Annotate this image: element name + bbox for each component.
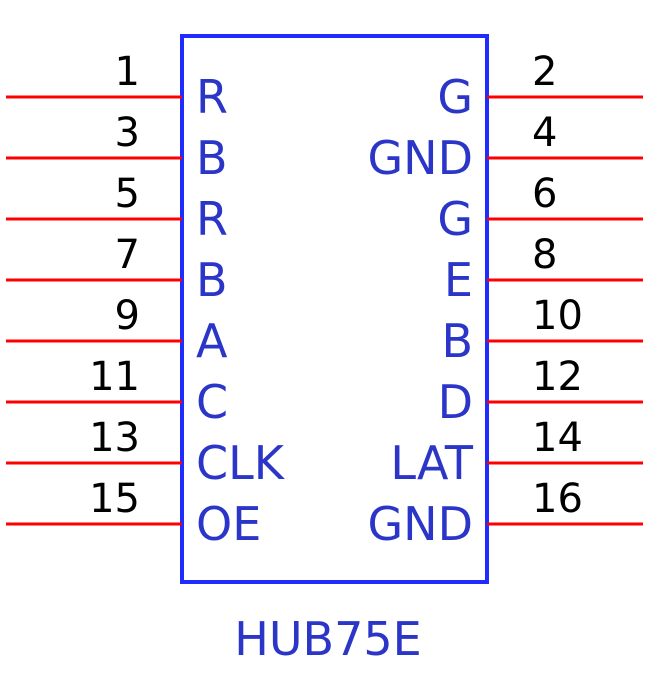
- pin-label-12: D: [438, 375, 473, 429]
- pin-label-15: OE: [196, 497, 261, 551]
- pin-label-2: G: [437, 70, 473, 124]
- pin-label-14: LAT: [390, 436, 474, 490]
- pin-number-7: 7: [115, 232, 140, 278]
- pin-label-9: A: [196, 314, 228, 368]
- pin-number-15: 15: [89, 476, 140, 522]
- pin-number-10: 10: [532, 293, 583, 339]
- pin-label-7: B: [196, 253, 228, 307]
- pin-number-12: 12: [532, 354, 583, 400]
- pin-label-13: CLK: [196, 436, 286, 490]
- pin-number-16: 16: [532, 476, 583, 522]
- pin-label-16: GND: [368, 497, 473, 551]
- pin-label-1: R: [196, 70, 228, 124]
- ic-body: [180, 34, 489, 584]
- pin-number-11: 11: [89, 354, 140, 400]
- pin-number-6: 6: [532, 171, 557, 217]
- pin-number-14: 14: [532, 415, 583, 461]
- pin-label-8: E: [444, 253, 473, 307]
- part-name: HUB75E: [234, 612, 421, 666]
- pin-number-5: 5: [115, 171, 140, 217]
- pin-number-8: 8: [532, 232, 557, 278]
- pin-label-5: R: [196, 192, 228, 246]
- pin-label-4: GND: [368, 131, 473, 185]
- pin-label-11: C: [196, 375, 228, 429]
- pin-label-3: B: [196, 131, 228, 185]
- pin-label-6: G: [437, 192, 473, 246]
- pin-number-1: 1: [115, 49, 140, 95]
- pin-number-2: 2: [532, 49, 557, 95]
- pin-number-13: 13: [89, 415, 140, 461]
- pin-number-3: 3: [115, 110, 140, 156]
- pin-number-4: 4: [532, 110, 557, 156]
- pin-number-9: 9: [115, 293, 140, 339]
- pin-label-10: B: [441, 314, 473, 368]
